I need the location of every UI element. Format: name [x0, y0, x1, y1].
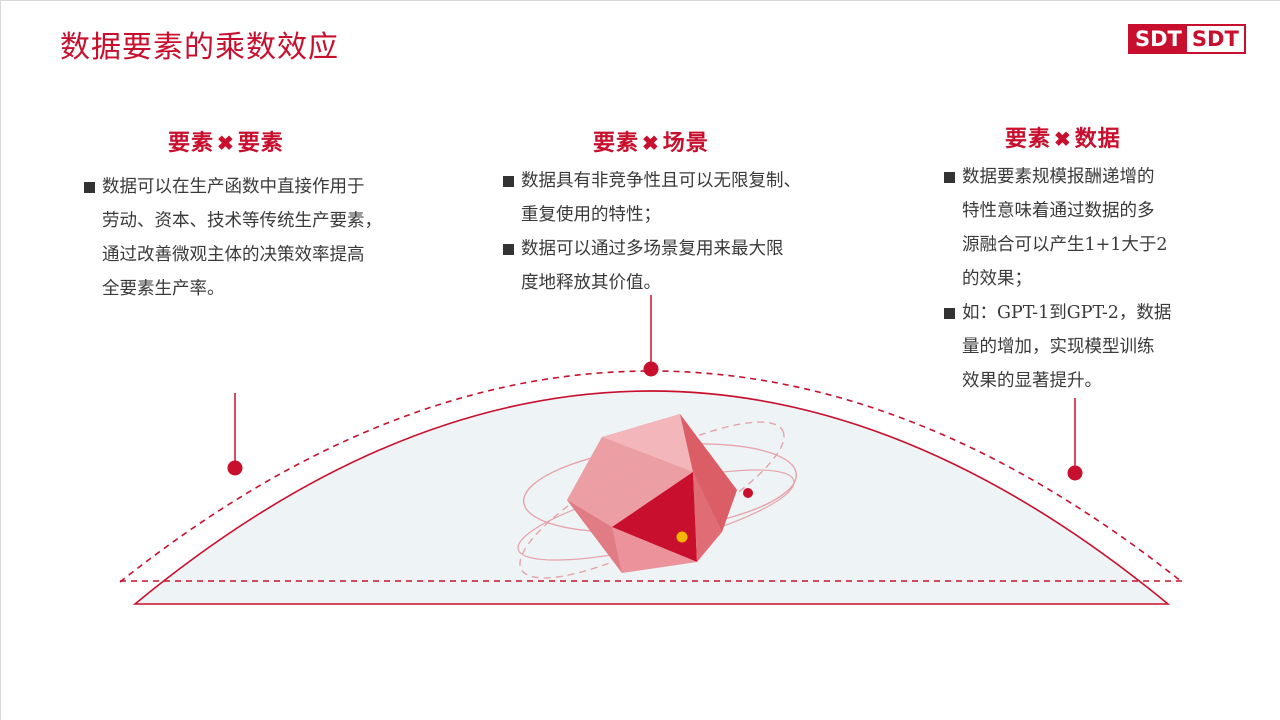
- polyhedron-left-facet: [567, 437, 693, 527]
- column-2-title-b: 场景: [662, 130, 709, 156]
- bullet-line: 如：GPT-1到GPT-2，数据: [962, 303, 1172, 323]
- bullet-line: 效果的显著提升。: [962, 371, 1102, 391]
- page-title: 数据要素的乘数效应: [60, 30, 339, 65]
- column-3-title: 要素✖数据: [1005, 121, 1121, 153]
- bullet-item: 数据要素规模报酬递增的 特性意味着通过数据的多 源融合可以产生1+1大于2 的效…: [944, 160, 1171, 296]
- dome-dashed-arc: [119, 370, 1183, 583]
- bullet-line: 数据要素规模报酬递增的: [962, 167, 1155, 187]
- bullet-square-icon: [944, 172, 955, 183]
- multiply-icon: ✖: [217, 131, 235, 155]
- bullet-line: 量的增加，实现模型训练: [962, 337, 1155, 357]
- multiply-icon: ✖: [1054, 127, 1072, 151]
- bullet-line: 度地释放其价值。: [521, 273, 661, 293]
- multiply-icon: ✖: [642, 131, 660, 155]
- column-3-bullets: 数据要素规模报酬递增的 特性意味着通过数据的多 源融合可以产生1+1大于2 的效…: [944, 160, 1171, 398]
- gold-particle: [676, 531, 688, 543]
- logo-left-text: SDT: [1130, 26, 1187, 52]
- bullet-line: 数据具有非竞争性且可以无限复制、: [521, 171, 801, 191]
- polyhedron-top-facet: [602, 414, 693, 472]
- polyhedron-front-facet: [612, 472, 697, 562]
- column-2-bullets: 数据具有非竞争性且可以无限复制、 重复使用的特性； 数据可以通过多场景复用来最大…: [503, 164, 801, 300]
- bullet-line: 劳动、资本、技术等传统生产要素，: [102, 211, 382, 231]
- logo-right-text: SDT: [1186, 26, 1244, 52]
- column-1-title-b: 要素: [237, 130, 284, 156]
- bullet-square-icon: [84, 182, 95, 193]
- column-3-title-b: 数据: [1074, 126, 1121, 152]
- connector-dot-left: [227, 460, 243, 476]
- bullet-line: 通过改善微观主体的决策效率提高: [102, 245, 365, 265]
- bullet-square-icon: [944, 308, 955, 319]
- column-1-title: 要素✖要素: [168, 125, 284, 157]
- polyhedron-right-facet: [680, 414, 737, 532]
- connector-dot-right: [1067, 465, 1083, 481]
- orbit-particle: [743, 488, 753, 498]
- bullet-item: 数据可以通过多场景复用来最大限 度地释放其价值。: [503, 232, 801, 300]
- polyhedron-lower-right-facet: [693, 472, 722, 562]
- bullet-item: 数据可以在生产函数中直接作用于 劳动、资本、技术等传统生产要素， 通过改善微观主…: [84, 170, 382, 306]
- bullet-item: 数据具有非竞争性且可以无限复制、 重复使用的特性；: [503, 164, 801, 232]
- polyhedron-bottom-facet: [567, 500, 622, 573]
- bullet-line: 的效果；: [962, 269, 1032, 289]
- column-1-bullets: 数据可以在生产函数中直接作用于 劳动、资本、技术等传统生产要素， 通过改善微观主…: [84, 170, 382, 306]
- frame-top-border: [0, 0, 1280, 1]
- connector-dot-middle: [643, 361, 659, 377]
- bullet-line: 数据可以在生产函数中直接作用于: [102, 177, 365, 197]
- column-3-title-a: 要素: [1005, 126, 1052, 152]
- column-2-title: 要素✖场景: [593, 125, 709, 157]
- bullet-square-icon: [503, 176, 514, 187]
- bullet-line: 数据可以通过多场景复用来最大限: [521, 239, 784, 259]
- column-1-title-a: 要素: [168, 130, 215, 156]
- bullet-square-icon: [503, 244, 514, 255]
- polyhedron-base-facet: [612, 527, 697, 573]
- bullet-line: 重复使用的特性；: [521, 205, 661, 225]
- bullet-line: 全要素生产率。: [102, 279, 225, 299]
- bullet-line: 源融合可以产生1+1大于2: [962, 235, 1168, 255]
- company-logo: SDT SDT: [1128, 24, 1246, 54]
- column-2-title-a: 要素: [593, 130, 640, 156]
- frame-left-border: [0, 0, 1, 720]
- bullet-line: 特性意味着通过数据的多: [962, 201, 1155, 221]
- bullet-item: 如：GPT-1到GPT-2，数据 量的增加，实现模型训练 效果的显著提升。: [944, 296, 1171, 398]
